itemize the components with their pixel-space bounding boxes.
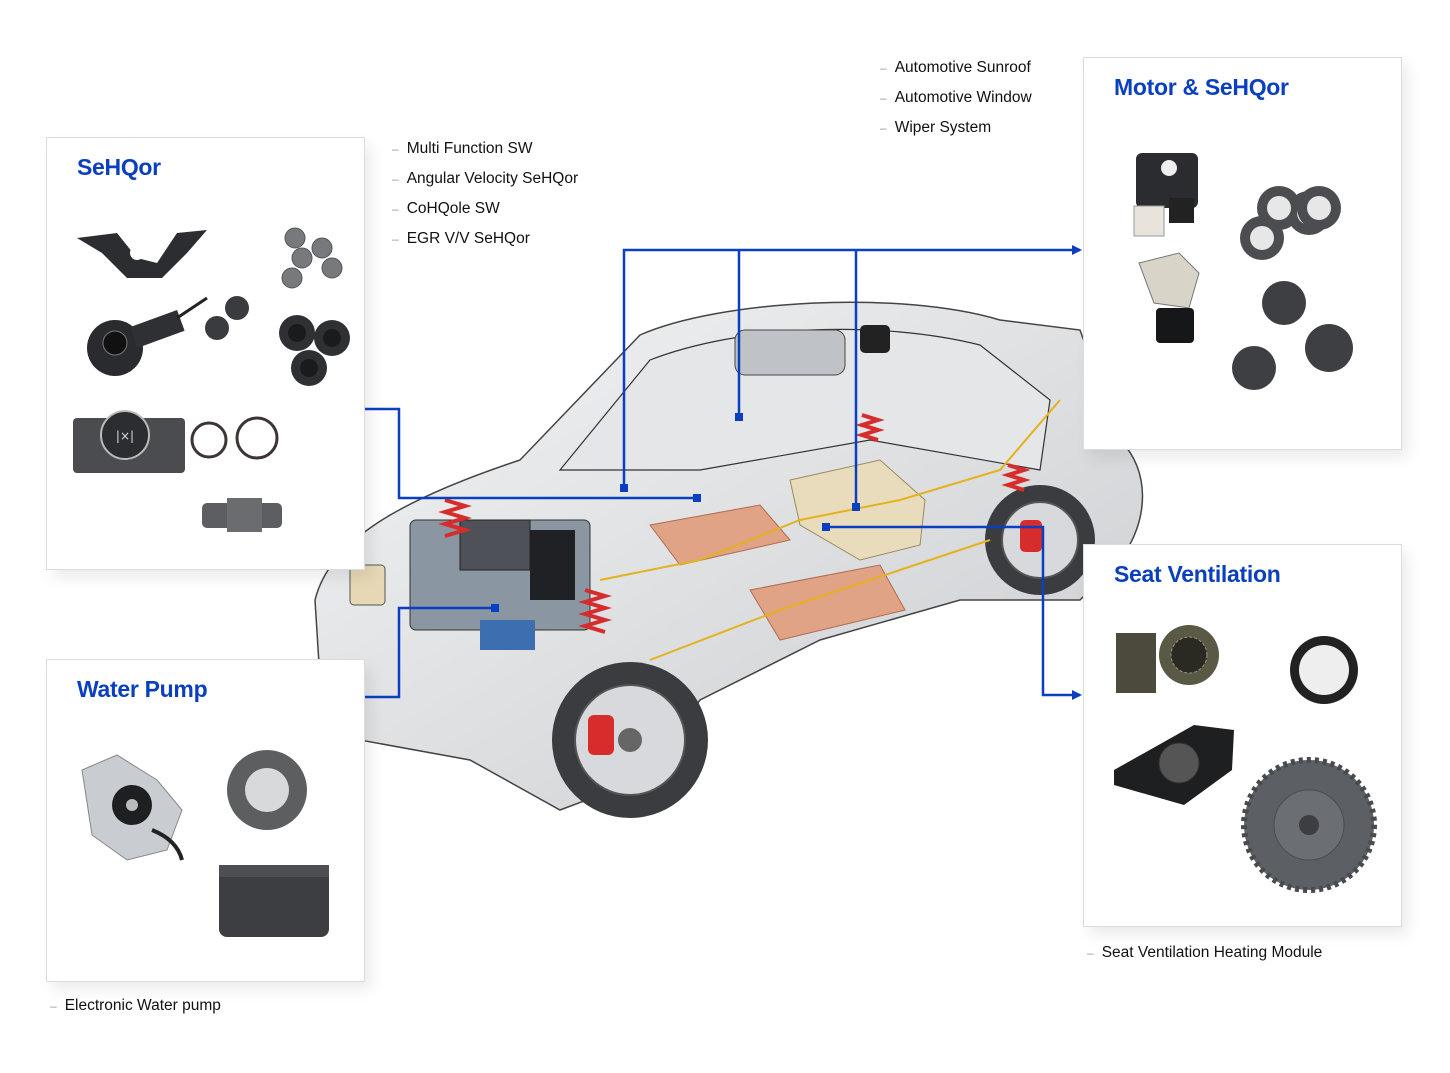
coolant-tank: [349, 564, 386, 606]
fan-housing: [1114, 725, 1234, 805]
brake-caliper: [588, 715, 614, 755]
seat-ventilation-panel-title: Seat Ventilation: [1114, 561, 1281, 587]
window-motor: [1133, 153, 1198, 237]
leader-sensor: [350, 404, 697, 500]
list-item: –Multi Function SW: [392, 140, 533, 157]
list-item: –Automotive Sunroof: [880, 59, 1031, 76]
wiper-motor: [1138, 252, 1200, 343]
car-illustration: [314, 301, 1144, 818]
seat-ventilation-parts: [1114, 625, 1377, 893]
ferrite-rings: [1240, 186, 1341, 260]
list-item: –Electronic Water pump: [50, 997, 221, 1014]
blower-module: [1116, 625, 1219, 693]
sensor-panel-title: SeHQor: [77, 154, 161, 180]
angular-velocity-sensor: [87, 296, 208, 376]
leader-motor-sensor: [622, 245, 1082, 490]
brake-caliper: [1020, 520, 1042, 552]
magnet-ring: [227, 750, 307, 830]
list-item: –CoHQole SW: [392, 200, 500, 217]
magnet-pellets: [281, 227, 343, 289]
sensor-product-list: –Multi Function SW –Angular Velocity SeH…: [392, 134, 578, 254]
magnet-cups: [279, 315, 350, 386]
water-pump-panel-title: Water Pump: [77, 676, 208, 702]
electronic-water-pump: [81, 754, 184, 861]
console-switch: |×|: [73, 410, 185, 473]
list-item: –Seat Ventilation Heating Module: [1087, 944, 1323, 961]
leader-water-pump: [350, 606, 495, 702]
egr-valve-sensor: [202, 498, 282, 532]
leader-seat-ventilation: [826, 525, 1082, 700]
motor-sensor-product-list: –Automotive Sunroof –Automotive Window –…: [880, 53, 1032, 143]
battery-pack-rear: [749, 564, 906, 641]
motor-sensor-panel: Motor & SeHQor: [1083, 57, 1402, 450]
motor-sensor-parts: [1133, 153, 1353, 390]
wiring-harness: [649, 539, 991, 661]
sunroof: [734, 329, 846, 376]
leader-lines: [350, 245, 1082, 702]
list-item: –Wiper System: [880, 119, 992, 136]
impeller: [1241, 757, 1377, 893]
rubber-ring: [1290, 636, 1358, 704]
water-pump-parts: [81, 750, 329, 937]
water-pump-panel: Water Pump: [46, 659, 365, 982]
wiring-harness: [599, 399, 1061, 581]
leader-anchors: [491, 413, 860, 612]
engine: [349, 519, 591, 650]
battery-pack-front: [649, 504, 791, 566]
svg-text:|×|: |×|: [116, 429, 134, 443]
magnet-cylinder: [219, 865, 329, 937]
list-item: –Angular Velocity SeHQor: [392, 170, 579, 187]
o-rings: [190, 416, 279, 460]
seat-ventilation-product-list: –Seat Ventilation Heating Module: [1087, 938, 1322, 968]
magnet-discs: [205, 296, 249, 340]
rear-wheel: [985, 485, 1095, 595]
suspension-springs: [438, 413, 1031, 634]
side-mirror: [860, 325, 890, 353]
seat-ventilation-panel: Seat Ventilation: [1083, 544, 1402, 927]
front-wheel: [552, 662, 708, 818]
car-roof: [558, 328, 1051, 471]
list-item: –EGR V/V SeHQor: [392, 230, 530, 247]
magnet-plates: [1232, 281, 1353, 390]
sensor-parts: |×|: [73, 227, 350, 532]
sensor-panel: SeHQor |×|: [46, 137, 365, 570]
list-item: –Automotive Window: [880, 89, 1032, 106]
multi-function-switch: [77, 230, 207, 278]
motor-sensor-panel-title: Motor & SeHQor: [1114, 74, 1289, 100]
water-pump-product-list: –Electronic Water pump: [50, 991, 221, 1021]
